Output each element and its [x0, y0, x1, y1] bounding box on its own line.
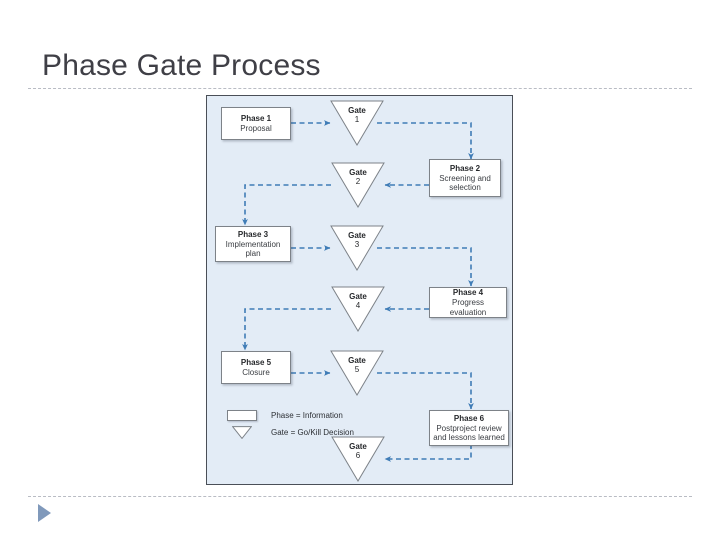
phase-subtitle: Postproject review and lessons learned	[433, 423, 505, 443]
phase-box-1[interactable]: Phase 1 Proposal	[221, 107, 291, 140]
gate-1[interactable]: Gate 1	[330, 100, 384, 146]
legend-item-gate: Gate = Go/Kill Decision	[227, 424, 354, 441]
phase-title: Phase 5	[240, 357, 272, 367]
legend-label: Phase = Information	[271, 411, 343, 420]
gate-number: 5	[354, 365, 360, 374]
page-title: Phase Gate Process	[42, 49, 321, 82]
phase-box-2[interactable]: Phase 2 Screening and selection	[429, 159, 501, 197]
gate-4[interactable]: Gate 4	[331, 286, 385, 332]
phase-title: Phase 1	[240, 113, 272, 123]
gate-5[interactable]: Gate 5	[330, 350, 384, 396]
gate-label: Gate	[349, 292, 367, 301]
gate-number: 4	[355, 301, 361, 310]
phase-box-4[interactable]: Phase 4 Progress evaluation	[429, 287, 507, 318]
phase-gate-diagram: Phase 1 Proposal Phase 2 Screening and s…	[206, 95, 513, 485]
phase-shape-icon	[227, 410, 257, 421]
phase-subtitle: Screening and selection	[439, 173, 491, 193]
legend-label: Gate = Go/Kill Decision	[271, 428, 354, 437]
gate-number: 2	[355, 177, 361, 186]
play-marker-icon[interactable]	[38, 504, 51, 522]
phase-box-5[interactable]: Phase 5 Closure	[221, 351, 291, 384]
gate-label: Gate	[348, 106, 366, 115]
phase-title: Phase 2	[449, 163, 481, 173]
phase-box-3[interactable]: Phase 3 Implementation plan	[215, 226, 291, 262]
phase-title: Phase 6	[453, 413, 485, 423]
gate-number: 6	[355, 451, 361, 460]
phase-box-6[interactable]: Phase 6 Postproject review and lessons l…	[429, 410, 509, 446]
phase-title: Phase 3	[237, 229, 269, 239]
gate-3[interactable]: Gate 3	[330, 225, 384, 271]
gate-6[interactable]: Gate 6	[331, 436, 385, 482]
gate-label: Gate	[348, 231, 366, 240]
divider-top	[28, 88, 692, 89]
phase-title: Phase 4	[452, 288, 484, 297]
phase-subtitle: Proposal	[240, 123, 272, 133]
connector-layer	[207, 96, 512, 484]
divider-bottom	[28, 496, 692, 497]
gate-shape-icon	[227, 426, 257, 439]
gate-label: Gate	[349, 442, 367, 451]
phase-subtitle: Closure	[242, 367, 270, 377]
gate-2[interactable]: Gate 2	[331, 162, 385, 208]
phase-subtitle: Progress evaluation	[449, 298, 487, 317]
gate-number: 1	[354, 115, 360, 124]
gate-label: Gate	[349, 168, 367, 177]
gate-label: Gate	[348, 356, 366, 365]
gate-number: 3	[354, 240, 360, 249]
legend: Phase = Information Gate = Go/Kill Decis…	[227, 407, 354, 441]
legend-item-phase: Phase = Information	[227, 407, 354, 424]
phase-subtitle: Implementation plan	[225, 239, 281, 259]
